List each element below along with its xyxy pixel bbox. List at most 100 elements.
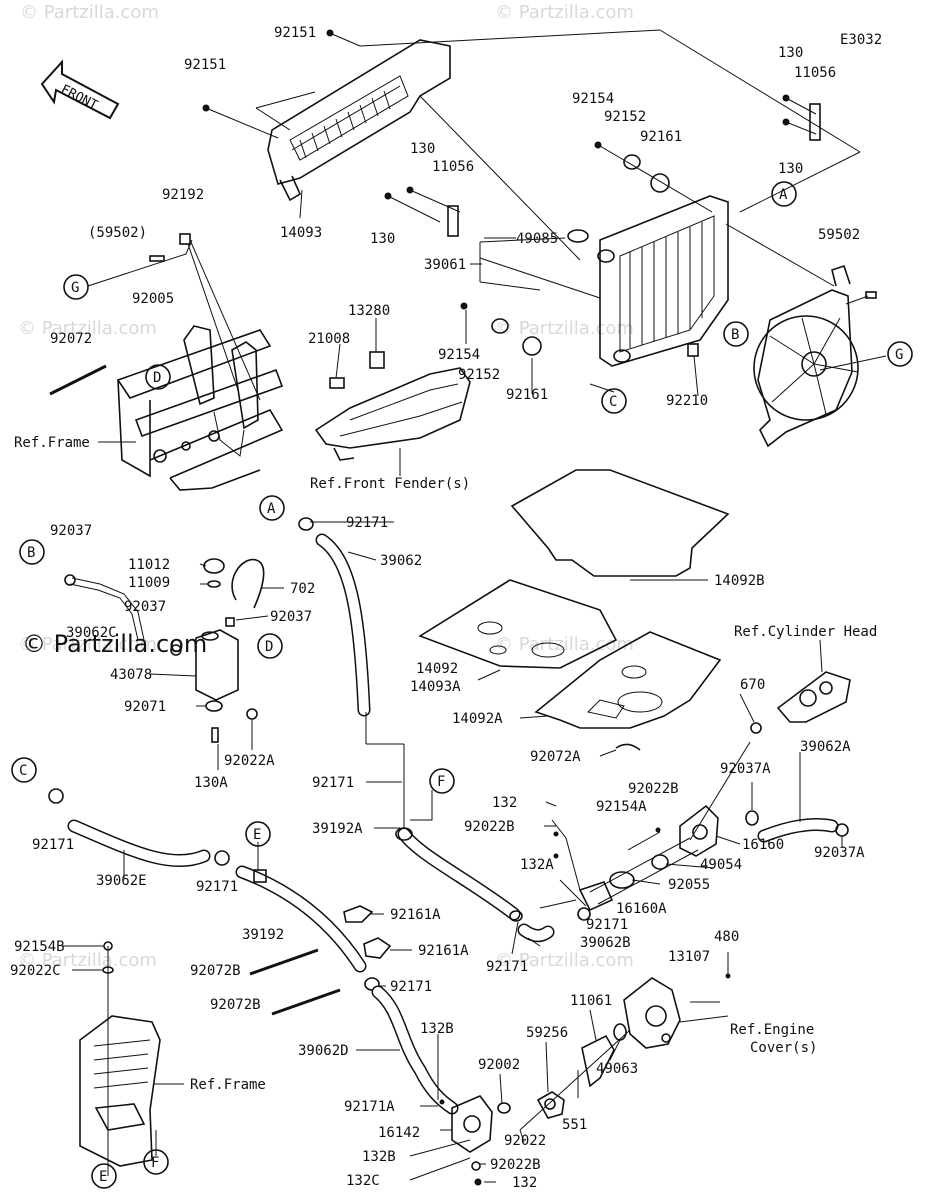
part-label: 49054 [700,857,742,873]
part-label: 92154A [596,799,647,815]
watermark: © Partzilla.com [18,950,157,971]
svg-text:B: B [27,545,35,561]
diagram-code: E3032 [840,32,882,48]
part-label: 92005 [132,291,174,307]
part-label: 92072 [50,331,92,347]
part-label: 92171 [312,775,354,791]
part-label: 132 [512,1175,537,1191]
hose-39062a-part [745,752,849,848]
part-label: 92161 [640,129,682,145]
callout-e-mid: E [245,821,271,847]
part-label: 92022 [504,1133,546,1149]
part-label: 49085 [516,231,558,247]
part-label: 92171 [586,917,628,933]
part-label: 39062 [380,553,422,569]
part-label: 670 [740,677,765,693]
part-label: 92037 [50,523,92,539]
part-label: 59502 [818,227,860,243]
watermark: © Partzilla.com [495,2,634,23]
part-label: 92152 [604,109,646,125]
part-label: 130A [194,775,228,791]
part-label: 11056 [432,159,474,175]
part-label: 92151 [184,57,226,73]
part-label: 39062D [298,1043,349,1059]
part-label: 92161A [418,943,469,959]
part-label: 480 [714,929,739,945]
part-label: 39192A [312,821,363,837]
part-label: 16160 [742,837,784,853]
part-label: 92055 [668,877,710,893]
bracket-part [447,205,459,237]
svg-text:G: G [895,347,903,363]
hose-39062d-part [356,985,459,1115]
part-label: 14093 [280,225,322,241]
heat-shield-14092b [510,469,730,581]
watermark: © Partzilla.com [18,318,157,339]
part-label: 92072B [210,997,261,1013]
watermark-main: © Partzilla.com [22,630,207,658]
pump-impeller-part [497,1009,631,1131]
part-label: 92151 [274,25,316,41]
part-label: 39062E [96,873,147,889]
part-label: 39062C [66,625,117,641]
part-label: 92022B [490,1157,541,1173]
part-label: 702 [290,581,315,597]
part-label: 92171 [32,837,74,853]
part-label: 59256 [526,1025,568,1041]
ref-frame-bottom: Ref.Frame [190,1077,266,1093]
part-label: 92022C [10,963,61,979]
svg-text:C: C [609,394,617,410]
watermark: © Partzilla.com [495,634,634,655]
heat-shield-14092a [534,631,722,729]
callout-a-top: A [771,181,797,207]
part-label: 39192 [242,927,284,943]
callout-a-mid: A [259,495,285,521]
part-label: 92171 [346,515,388,531]
part-label: 16160A [616,901,667,917]
callout-g-top: G [887,341,913,367]
svg-text:A: A [779,187,788,203]
hose-39062-part [298,517,405,834]
part-label: 132B [420,1021,454,1037]
part-label: 92161A [390,907,441,923]
leader-line [335,343,341,379]
watermark: © Partzilla.com [20,2,159,23]
pipe-39192-part [235,842,367,973]
part-label: 92037 [270,609,312,625]
part-label: 130 [778,161,803,177]
part-label: 92072A [530,749,581,765]
watermark: © Partzilla.com [18,634,157,655]
part-label: 92161 [506,387,548,403]
cylinder-head-part [750,639,851,734]
ref-front-fender: Ref.Front Fender(s) [310,476,470,492]
tie-strap-part [271,988,341,1016]
part-label: 92071 [124,699,166,715]
radiator-part [479,195,729,367]
heat-shield-14092 [418,579,618,669]
svg-text:G: G [71,280,79,296]
part-label: 92022B [628,781,679,797]
part-label: 92210 [666,393,708,409]
svg-text:D: D [153,370,161,386]
part-label: 130 [410,141,435,157]
bolt-parts [202,29,790,310]
svg-text:C: C [19,763,27,779]
callout-c-top: C [601,388,627,414]
part-label: 132B [362,1149,396,1165]
ref-engine-cover: Ref.Engine [730,1022,814,1038]
part-label: 130 [370,231,395,247]
reservoir-tank-part [149,558,265,743]
leader-lines [205,29,861,261]
part-label: 49063 [596,1061,638,1077]
part-label: 11061 [570,993,612,1009]
frame-section-upper [98,325,284,491]
part-label: 13107 [668,949,710,965]
front-arrow-icon: FRONT [40,59,120,120]
svg-text:A: A [267,501,276,517]
clip-part [329,377,345,389]
callout-d-frame: D [145,364,171,390]
callout-c-mid: C [11,757,37,783]
part-label: (59502) [88,225,147,241]
callout-g-left: G [63,274,89,300]
